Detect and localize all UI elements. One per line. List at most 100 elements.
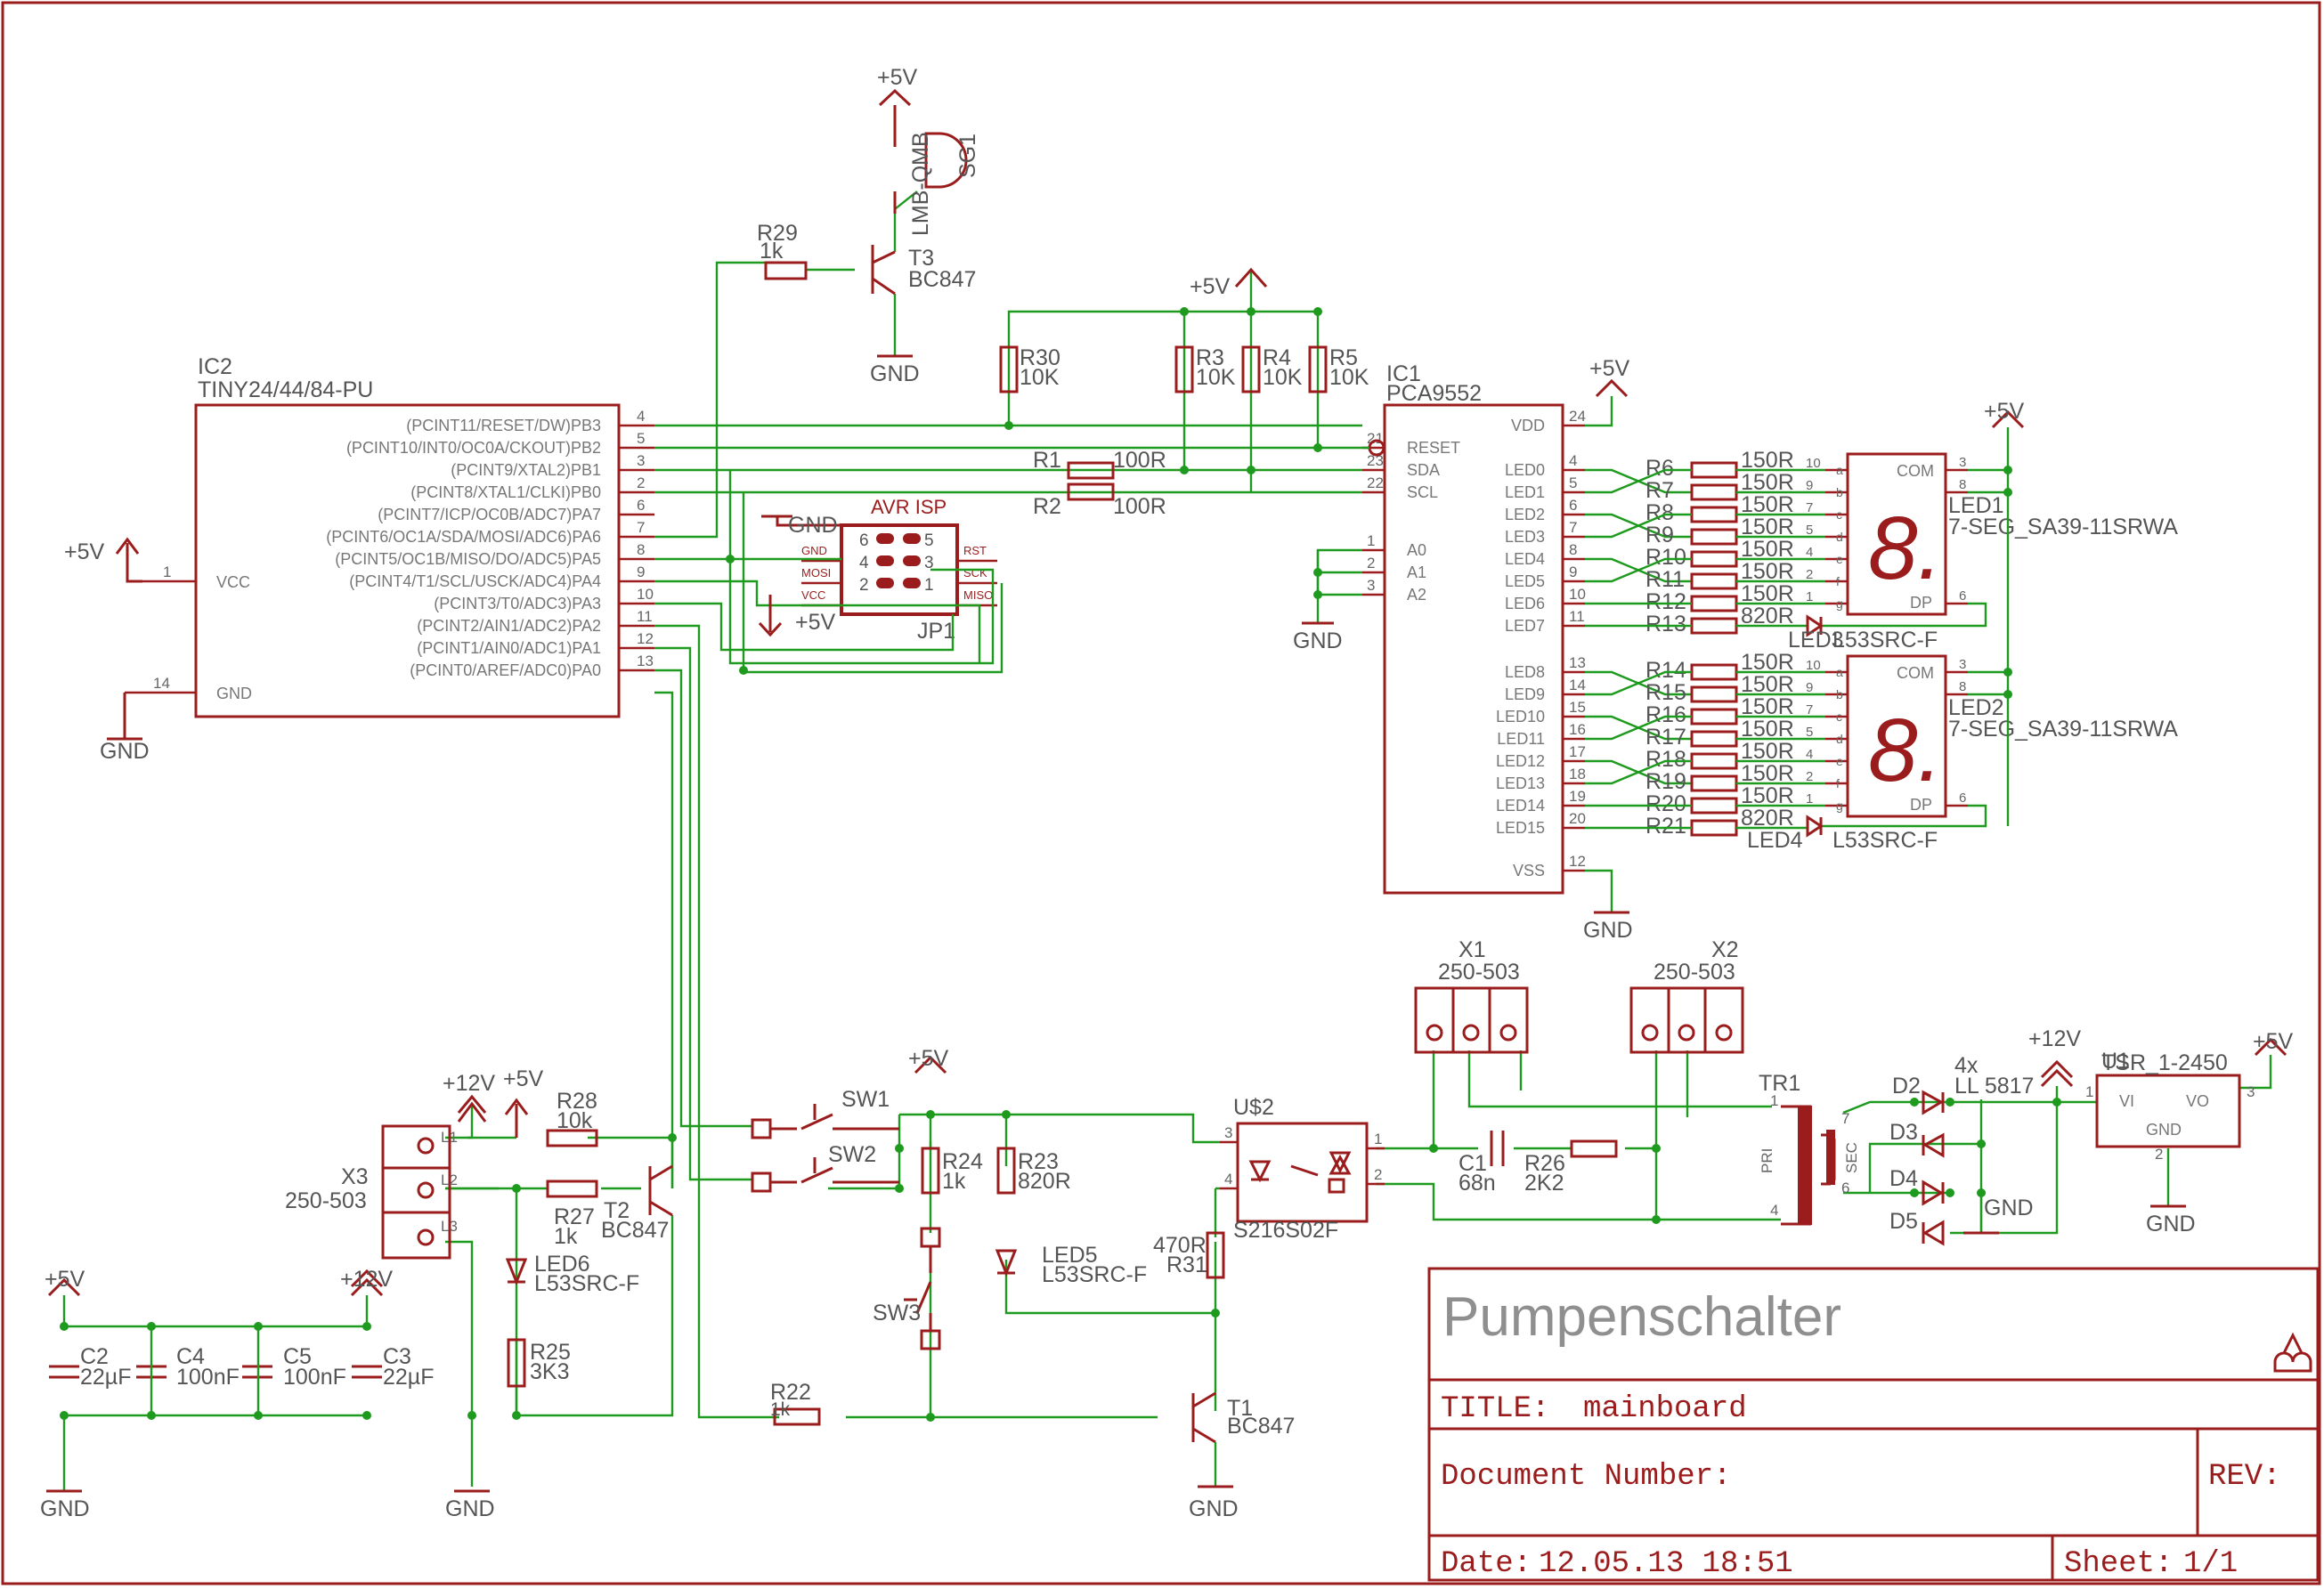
junction-dot [1652, 1215, 1661, 1224]
r1-r2: R1 100R R2 100R [1033, 448, 1166, 519]
r5-value: 10K [1329, 365, 1369, 390]
u1-vi: VI [2119, 1092, 2134, 1110]
ic2-gnd-name: GND [216, 685, 252, 702]
t1-ref: T1 [1227, 1396, 1253, 1421]
tr1-pri: PRI [1759, 1148, 1776, 1173]
ic1-left-pin-name: SDA [1407, 461, 1440, 479]
u1-ref: U1 [2101, 1049, 2130, 1074]
segment-pin-num: 5 [1806, 725, 1813, 740]
ic1-left-pin-num: 2 [1367, 555, 1375, 572]
segment-pin-letter: a [1836, 665, 1843, 679]
junction-dot [1004, 421, 1013, 430]
segment-resistor-value: 820R [1741, 604, 1794, 628]
dp-pin-num: 6 [1959, 588, 1966, 604]
x3-l2: L2 [441, 1171, 458, 1188]
junction-dot [1429, 1144, 1438, 1153]
ic2-pin-name: (PCINT4/T1/SCL/USCK/ADC4)PA4 [349, 572, 601, 590]
segment-pin-letter: b [1836, 485, 1843, 499]
ic1-right-pin-num: 10 [1569, 586, 1586, 603]
junction-dot [726, 555, 735, 563]
ic2-pin-num: 8 [637, 541, 645, 558]
ic2-pin-name: (PCINT9/XTAL2)PB1 [451, 461, 601, 479]
segment-resistor-value: 150R [1741, 515, 1794, 539]
segment-resistor-value: 150R [1741, 470, 1794, 495]
ic1-right-pin-name: LED14 [1496, 797, 1545, 815]
r22-value: 1k [770, 1399, 791, 1420]
seg1-digit: 8. [1868, 499, 1942, 598]
r29-ref: R29 [757, 221, 798, 246]
junction-dot [1946, 1098, 1954, 1107]
t1-value: BC847 [1227, 1414, 1295, 1439]
segment-wire [1585, 557, 1692, 583]
ic1-right-pin-name: LED1 [1505, 483, 1545, 501]
bridge-rectifier: D2 D3 D4 D5 4x LL 5817 GND +12V [1889, 1026, 2081, 1246]
u2-ref: U$2 [1233, 1095, 1274, 1120]
isp-pin-left-name: GND [801, 544, 827, 557]
c4-value: 100nF [176, 1365, 240, 1390]
com-pin-num: 8 [1959, 477, 1966, 492]
r31-ref: R31 [1166, 1253, 1207, 1277]
x3-12v: +12V [443, 1071, 495, 1096]
junction-dot [512, 1184, 521, 1193]
ic2-pin-num: 6 [637, 497, 645, 514]
led4-value: L53SRC-F [1832, 828, 1938, 853]
ic1-right-pin-num: 5 [1569, 474, 1577, 491]
sg1-value: LMB-QMB [908, 132, 933, 236]
ic2-pin-num: 7 [637, 519, 645, 536]
ic1-left-pin-num: 1 [1367, 532, 1375, 549]
r23-value: 820R [1018, 1169, 1071, 1194]
project-name: Pumpenschalter [1442, 1286, 1841, 1348]
u1-p1: 1 [2085, 1083, 2093, 1100]
sg1-ref: SG1 [955, 134, 980, 178]
wiring [62, 191, 2272, 1491]
segment-resistor [1690, 572, 1738, 590]
t3-gnd: GND [870, 361, 920, 386]
date-value: 12.05.13 18:51 [1539, 1547, 1793, 1581]
led3-led4: LED3 L53SRC-F LED4 L53SRC-F [1747, 614, 1938, 853]
segment-resistor-ref: R13 [1645, 612, 1686, 636]
x3-value: 250-503 [285, 1188, 367, 1213]
isp-pin-right-num: 3 [924, 554, 934, 572]
ic2-vcc-name: VCC [216, 573, 250, 591]
ic1-right-pin-num: 12 [1569, 853, 1586, 870]
ic2-pin-name: (PCINT2/AIN1/ADC2)PA2 [417, 617, 601, 635]
segment-pin-num: 10 [1806, 456, 1821, 471]
junctions [60, 307, 2061, 1422]
u1-p2: 2 [2155, 1146, 2163, 1163]
segment-pin-letter: e [1836, 754, 1843, 768]
junction-dot [467, 1411, 476, 1420]
r2-value: 100R [1113, 494, 1166, 519]
u1-gnd: GND [2146, 1212, 2196, 1236]
ic1-right-pin-num: 9 [1569, 563, 1577, 580]
segment-wire [1585, 670, 1692, 696]
segment-pin-num: 2 [1806, 567, 1813, 582]
segment-resistor [1690, 617, 1738, 635]
ic1-right-pin-name: VDD [1511, 417, 1545, 434]
vdd-supply: +5V [1589, 356, 1630, 381]
r22-ref: R22 [770, 1380, 811, 1405]
pullup-supply: +5V [1190, 274, 1231, 299]
ic2-pin-num: 10 [637, 586, 654, 603]
ic2-attiny: IC2 TINY24/44/84-PU (PCINT11/RESET/DW)PB… [125, 354, 654, 718]
segment-resistor-value: 150R [1741, 492, 1794, 517]
r2-ref: R2 [1033, 494, 1061, 519]
ic2-pin-num: 3 [637, 452, 645, 469]
cap-5v: +5V [45, 1267, 85, 1292]
led3-ref: LED3 [1788, 628, 1844, 653]
junction-dot [1910, 1098, 1919, 1107]
segment-resistor [1690, 797, 1738, 815]
segment-resistor [1690, 730, 1738, 748]
junction-dot [1002, 1110, 1011, 1119]
rev-label: REV: [2208, 1460, 2281, 1494]
ic1-right-pin-name: LED9 [1505, 685, 1545, 703]
c1-value: 68n [1459, 1171, 1496, 1196]
r27-ref: R27 [554, 1204, 595, 1229]
segment-resistor-value: 150R [1741, 537, 1794, 562]
r26-value: 2K2 [1524, 1171, 1564, 1196]
r25-ref: R25 [530, 1340, 571, 1365]
led3-value: L53SRC-F [1832, 628, 1938, 653]
segment-pin-num: 7 [1806, 702, 1813, 717]
junction-dot [60, 1411, 69, 1420]
ic1-right-pin-num: 14 [1569, 677, 1586, 693]
isp-pin-right-name: SCK [963, 566, 987, 580]
